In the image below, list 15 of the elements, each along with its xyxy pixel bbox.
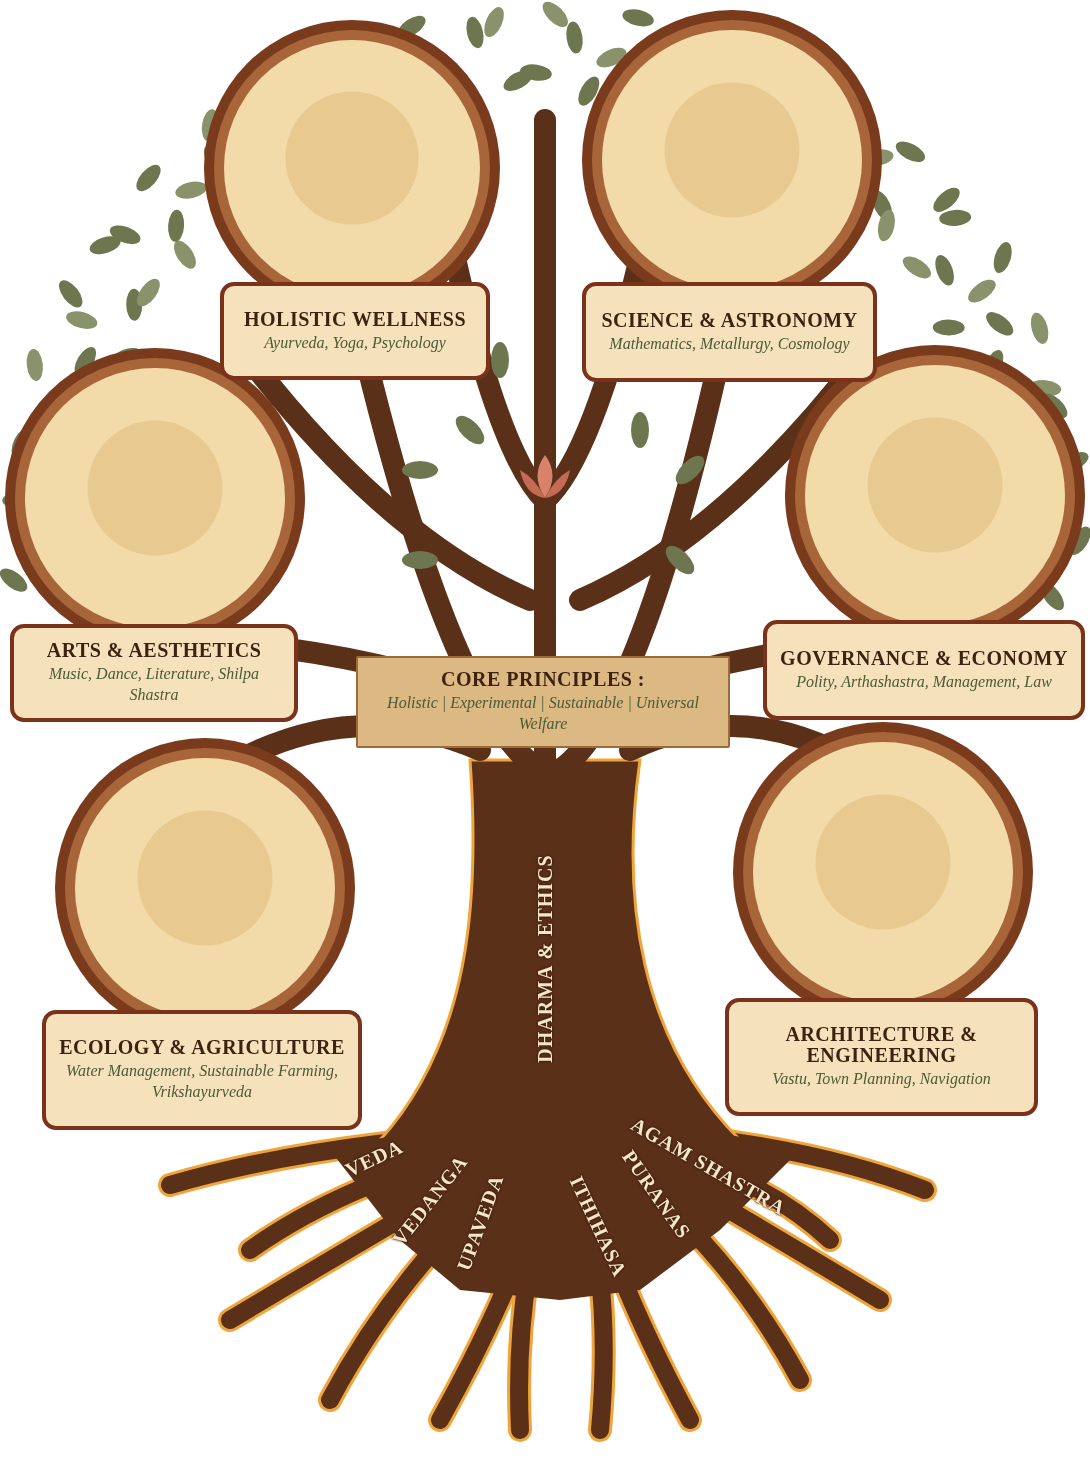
topic-subtitle: Holistic | Experimental | Sustainable | Universal Welfare — [386, 693, 700, 735]
topic-title: HOLISTIC WELLNESS — [243, 308, 467, 330]
topic-title: GOVERNANCE & ECONOMY — [780, 647, 1068, 669]
topic-subtitle: Music, Dance, Literature, Shilpa Shastra — [47, 664, 260, 705]
topic-title: CORE PRINCIPLES : — [440, 669, 646, 691]
topic-subtitle: Mathematics, Metallurgy, Cosmology — [609, 333, 850, 355]
topic-subtitle: Water Management, Sustainable Farming, Vrikshayurveda — [65, 1061, 339, 1103]
trunk-label: DHARMA & ETHICS — [533, 853, 557, 1063]
topic-subtitle: Vastu, Town Planning, Navigation — [772, 1069, 991, 1090]
topic-subtitle: Ayurveda, Yoga, Psychology — [264, 332, 446, 354]
topic-title: ECOLOGY & AGRICULTURE — [59, 1037, 345, 1059]
topic-title: SCIENCE & ASTRONOMY — [601, 309, 858, 331]
topic-subtitle: Polity, Arthashastra, Management, Law — [796, 671, 1052, 693]
topic-title: ARCHITECTURE & ENGINEERING — [784, 1024, 979, 1067]
topic-title: ARTS & AESTHETICS — [46, 640, 262, 662]
